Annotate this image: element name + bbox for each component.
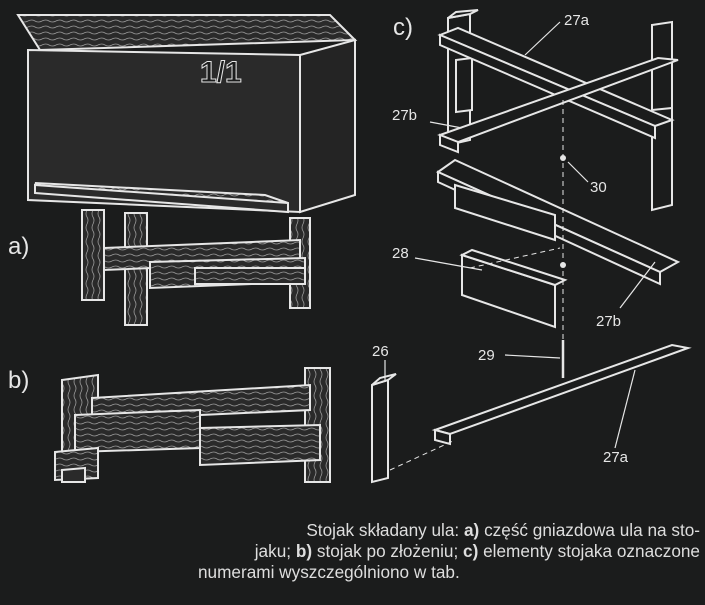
caption-key-a: a): [464, 520, 480, 540]
post-26: [371, 378, 389, 484]
caption-line-2: jaku; b) stojak po złożeniu; c) elementy…: [170, 541, 700, 562]
crossbar-27a-bottom: [431, 343, 692, 436]
part-label-27b-mid: 27b: [596, 313, 621, 330]
folded-board: [199, 423, 321, 467]
exploded-stand-drawing: [371, 9, 692, 484]
panel-label-b: b): [8, 367, 29, 394]
stand-leg: [81, 209, 105, 301]
crossbar-27a-top: [437, 26, 675, 128]
hive-roof: [16, 14, 358, 52]
panel-label-a: a): [8, 233, 29, 260]
caption-line-3: numerami wyszczególniono w tab.: [170, 562, 700, 583]
part-label-27b-top: 27b: [392, 107, 417, 124]
caption-text-b: stojak po złożeniu;: [316, 541, 459, 561]
folded-leg-end: [61, 466, 86, 483]
caption-text-c: elementy stojaka oznaczone: [483, 541, 700, 561]
crossbar-27b-top-face: [439, 133, 459, 154]
caption-text-a2: jaku;: [254, 541, 292, 561]
leg-26-front-right: [651, 106, 673, 212]
caption-lead: Stojak składany ula:: [306, 520, 460, 540]
pin-30-dot: [560, 155, 566, 161]
caption-key-c: c): [463, 541, 479, 561]
caption-text-c2: numerami wyszczególniono w tab.: [198, 562, 460, 582]
figure-caption: Stojak składany ula: a) część gniazdowa …: [170, 520, 700, 583]
part-label-27a-top: 27a: [564, 12, 590, 29]
folded-board: [74, 408, 201, 454]
leg-26-back: [455, 56, 473, 114]
part-label-29: 29: [478, 347, 495, 364]
hive-number: 1/1: [200, 56, 242, 89]
leader-lines: [384, 21, 656, 449]
leg-26-top-left-face: [447, 9, 479, 19]
post-26-top: [371, 373, 397, 386]
hive-box-side: [299, 38, 356, 214]
caption-line-1: Stojak składany ula: a) część gniazdowa …: [170, 520, 700, 541]
assembly-guide-lines: [389, 100, 564, 471]
part-label-30: 30: [590, 179, 607, 196]
stand-board: [194, 267, 306, 285]
folded-stand-drawing: [54, 367, 331, 483]
board-28-top: [459, 248, 568, 287]
crossbar-27a-bottom-face: [434, 428, 451, 446]
hive-on-stand-drawing: [16, 14, 358, 326]
part-label-26: 26: [372, 343, 389, 360]
panel-label-c: c): [393, 14, 413, 41]
part-label-27a-bottom: 27a: [603, 449, 629, 466]
caption-text-a: część gniazdowa ula na sto-: [484, 520, 700, 540]
board-28-upper: [454, 183, 556, 242]
caption-key-b: b): [295, 541, 313, 561]
pin-dot: [560, 262, 566, 268]
part-label-28: 28: [392, 245, 409, 262]
